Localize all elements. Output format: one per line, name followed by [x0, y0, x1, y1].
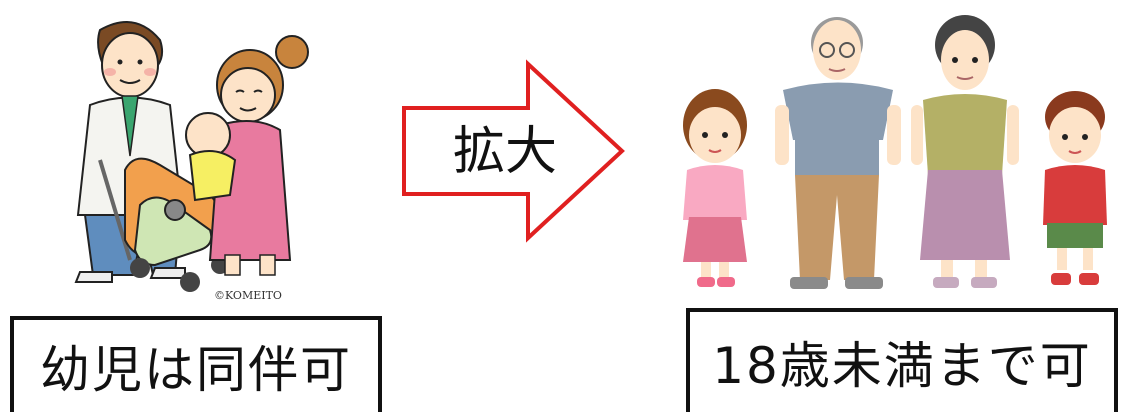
- girl-figure: [683, 89, 747, 287]
- left-label: 幼児は同伴可: [40, 341, 352, 399]
- left-label-box: 幼児は同伴可: [10, 316, 382, 412]
- boy-figure: [1043, 91, 1107, 285]
- right-label: 18歳未満まで可: [712, 337, 1092, 395]
- grandmother-figure: [911, 15, 1019, 288]
- family-with-stroller-illustration: [74, 21, 309, 292]
- right-label-box: 18歳未満まで可: [686, 308, 1118, 412]
- grandfather-figure: [775, 17, 901, 289]
- right-arrow-icon: [402, 59, 625, 243]
- four-person-family-illustration: [683, 15, 1107, 289]
- arrow-label: 拡大: [452, 122, 557, 182]
- copyright-text: ©KOMEITO: [214, 289, 282, 302]
- mother-figure: [185, 35, 309, 276]
